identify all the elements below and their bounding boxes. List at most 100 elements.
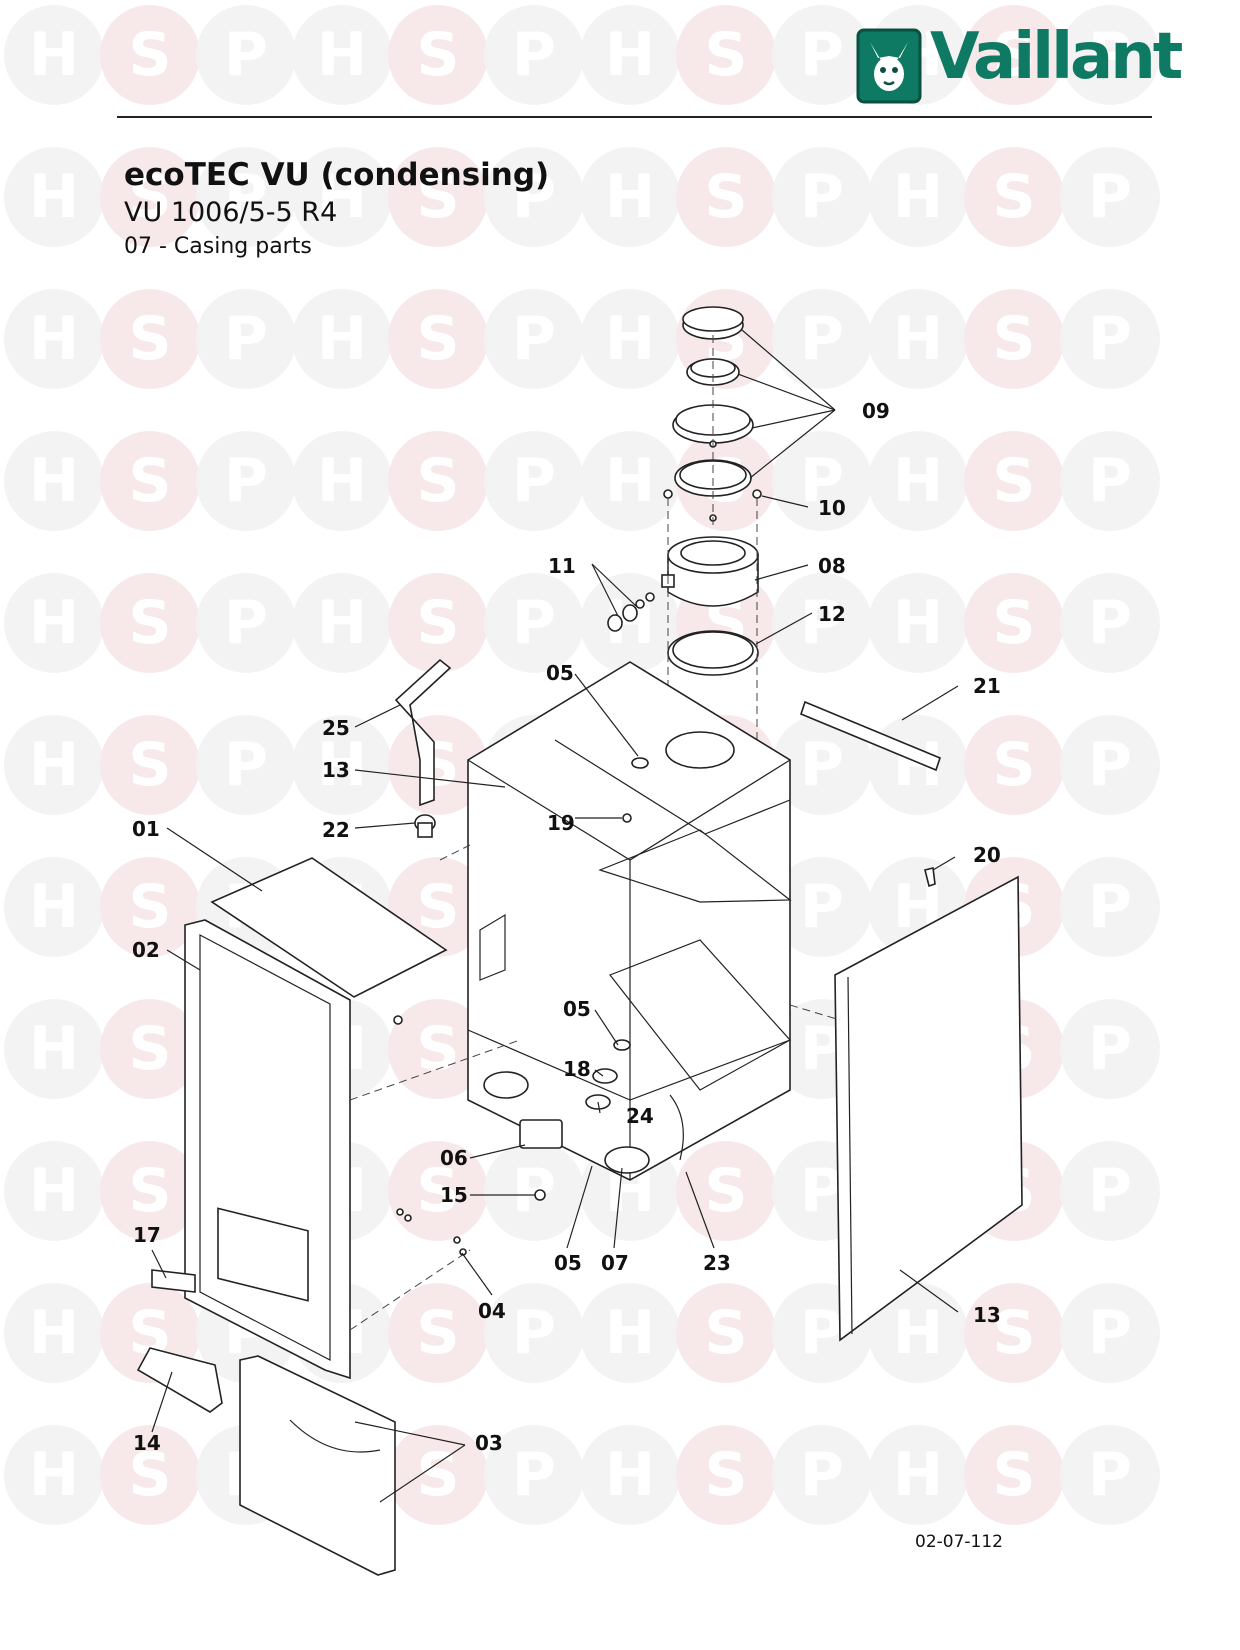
watermark-letter: S [704, 1156, 748, 1226]
watermark-letter: P [1088, 304, 1132, 374]
watermark-circle [580, 147, 680, 247]
watermark-circle [100, 431, 200, 531]
watermark-circle [484, 431, 584, 531]
watermark-circle [292, 573, 392, 673]
watermark-circle [388, 289, 488, 389]
watermark-letter: P [800, 1298, 844, 1368]
watermark-letter: H [892, 588, 944, 658]
watermark-circle [580, 5, 680, 105]
watermark-letter: H [28, 730, 80, 800]
watermark-circle [964, 431, 1064, 531]
callout-22: 22 [322, 818, 350, 842]
watermark-letter: H [316, 730, 368, 800]
watermark-circle [196, 431, 296, 531]
side-panel [834, 875, 1023, 1342]
watermark-letter: H [28, 872, 80, 942]
watermark-circle [4, 573, 104, 673]
watermark-circle [964, 715, 1064, 815]
watermark-letter: P [1088, 20, 1132, 90]
model-number: VU 1006/5-5 R4 [124, 197, 338, 228]
watermark-circle [100, 5, 200, 105]
callout-19: 19 [547, 811, 575, 835]
watermark-letter: P [224, 446, 268, 516]
watermark-letter: P [1088, 162, 1132, 232]
watermark-circle [4, 289, 104, 389]
watermark-letter: S [128, 730, 172, 800]
watermark-circle [388, 431, 488, 531]
siphon-bracket [394, 658, 452, 807]
watermark-circle [964, 289, 1064, 389]
watermark-circle [388, 573, 488, 673]
watermark-circle [4, 857, 104, 957]
watermark-circle [100, 1425, 200, 1525]
watermark-letter: P [224, 304, 268, 374]
watermark-circle [484, 147, 584, 247]
watermark-circle [388, 1425, 488, 1525]
watermark-letter: S [128, 588, 172, 658]
watermark-letter: P [1088, 730, 1132, 800]
watermark-circle [4, 999, 104, 1099]
watermark-letter: H [892, 162, 944, 232]
watermark-circle [1060, 289, 1160, 389]
watermark-circle [772, 573, 872, 673]
header-divider [117, 116, 1152, 118]
watermark-letter: H [604, 20, 656, 90]
watermark-letter: S [992, 1298, 1036, 1368]
frame-screw [622, 813, 632, 823]
watermark-circle [868, 1425, 968, 1525]
watermark-circle [196, 289, 296, 389]
cable-clip [414, 814, 436, 838]
watermark-circle [292, 431, 392, 531]
watermark-letter: P [512, 20, 556, 90]
watermark-letter: S [992, 588, 1036, 658]
callout-20: 20 [973, 843, 1001, 867]
watermark-letter: S [416, 304, 460, 374]
watermark-letter: H [28, 588, 80, 658]
watermark-circle [1060, 1283, 1160, 1383]
watermark-letter: S [128, 20, 172, 90]
watermark-circle [1060, 573, 1160, 673]
watermark-letter: P [512, 162, 556, 232]
watermark-circle [484, 5, 584, 105]
watermark-letter: P [224, 162, 268, 232]
watermark-circle [676, 1425, 776, 1525]
watermark-letter: P [800, 588, 844, 658]
watermark-circle [772, 147, 872, 247]
watermark-letter: P [1088, 1440, 1132, 1510]
flue-gasket [667, 630, 759, 676]
watermark-circle [100, 1141, 200, 1241]
watermark-circle [196, 573, 296, 673]
watermark-letter: H [316, 304, 368, 374]
watermark-letter: H [892, 304, 944, 374]
watermark-letter: H [28, 1298, 80, 1368]
callout-14: 14 [133, 1431, 161, 1455]
watermark-letter: H [28, 1014, 80, 1084]
watermark-letter: S [128, 1014, 172, 1084]
callout-13-side: 13 [973, 1303, 1001, 1327]
watermark-letter: H [892, 446, 944, 516]
watermark-letter: P [1088, 1298, 1132, 1368]
section-title: 07 - Casing parts [124, 234, 312, 259]
callout-01: 01 [132, 817, 160, 841]
watermark-circle [388, 147, 488, 247]
watermark-circle [484, 1141, 584, 1241]
mounting-rail [800, 700, 941, 772]
callout-09: 09 [862, 399, 890, 423]
watermark-circle [868, 715, 968, 815]
watermark-letter: H [28, 162, 80, 232]
watermark-circle [964, 1425, 1064, 1525]
watermark-letter: H [316, 20, 368, 90]
watermark-letter: H [316, 446, 368, 516]
watermark-letter: P [800, 1156, 844, 1226]
callout-18: 18 [563, 1057, 591, 1081]
watermark-circle [100, 573, 200, 673]
callout-21: 21 [973, 674, 1001, 698]
watermark-circle [676, 147, 776, 247]
vaillant-logo: Vaillant [856, 20, 1183, 106]
watermark-circle [580, 573, 680, 673]
watermark-letter: S [704, 162, 748, 232]
watermark-letter: S [416, 872, 460, 942]
callout-leaders [151, 329, 959, 1503]
watermark-circle [292, 715, 392, 815]
